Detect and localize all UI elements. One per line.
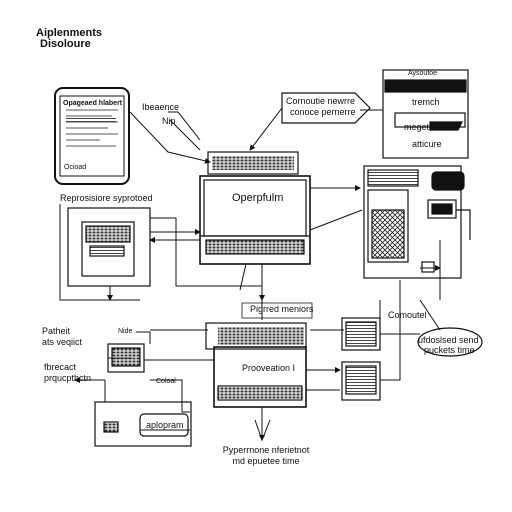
unstored-label-line2: puckets time (424, 345, 475, 355)
callout-top-text: Cornoutie newrre (286, 96, 356, 106)
bottom-keyboard (205, 322, 307, 350)
console-label: Coloal (156, 378, 176, 385)
patient-label-line1: Patheit (42, 326, 71, 336)
bottom-caption-line2: md epuetee time (232, 456, 300, 466)
oval-bubble (417, 327, 483, 357)
phone-device (54, 87, 130, 185)
small-monitor-a (341, 317, 381, 351)
small-monitor-b (341, 361, 381, 401)
connectors (59, 107, 441, 442)
callout-box (281, 92, 371, 124)
nip-label: Nip (162, 116, 176, 126)
right-panel-line3: atticure (412, 139, 442, 149)
bottom-caption-line1: Pyperrnone nferietnot (222, 445, 310, 455)
reference-label: Ibeaence (142, 102, 180, 112)
phone-screen-title: Opageaed hlabert (63, 100, 123, 107)
connector-cluster (427, 171, 471, 240)
forecast-label-line2: prqucpthctn (44, 373, 92, 383)
diagram-title-line2: Disoloure (40, 38, 91, 50)
responsive-label: Reprosisiore syprotoed (60, 193, 153, 203)
server-tower (363, 165, 462, 279)
forecast-label-line1: fbrecact (44, 362, 77, 372)
application-label: aplopram (146, 420, 184, 430)
unstored-label-line1: ufdoslsed send (418, 335, 479, 345)
provision-label: Prooveation I (242, 363, 296, 373)
main-monitor (199, 175, 311, 265)
bottom-monitor (213, 346, 307, 408)
phone-footer: Ocioad (64, 164, 87, 171)
patient-label-line2: ats veqiict (42, 337, 83, 347)
main-monitor-label: Operpfulm (232, 192, 284, 204)
computtel-label: Comoutel (388, 310, 427, 320)
callout-bottom-text: conoce pernerre (290, 107, 356, 117)
pair-box (241, 302, 313, 319)
top-keyboard (207, 151, 299, 175)
left-device (67, 207, 151, 287)
diagram-title-line1: Aiplenments (36, 27, 103, 39)
nide-label: Nide (118, 328, 133, 335)
right-panel-title: Aysoutoe (408, 70, 438, 77)
bottom-caption-box (222, 440, 314, 470)
paired-memos-label: Pigrred meniors (250, 304, 314, 314)
right-panel-line2: meget, acie (404, 122, 451, 132)
right-panel (382, 69, 469, 159)
right-panel-line1: tremch (412, 97, 440, 107)
